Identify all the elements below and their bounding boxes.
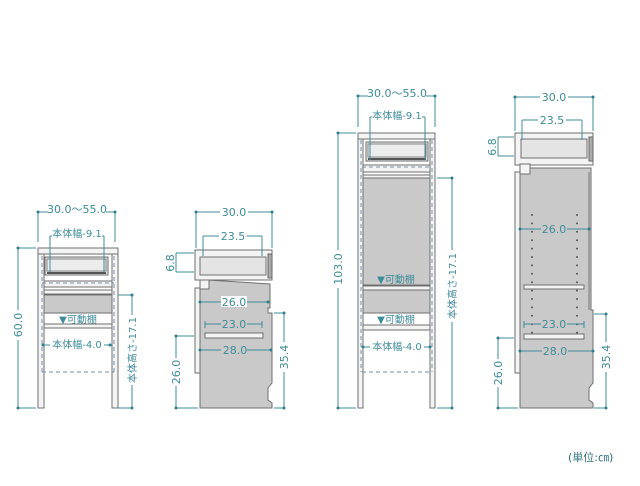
pin-hole: [576, 298, 578, 300]
back-height-dimension: 35.4: [278, 345, 291, 370]
pin-hole: [531, 298, 533, 300]
shelf-rail-lower: [523, 333, 585, 340]
pin-hole: [531, 264, 533, 267]
pin-hole: [576, 331, 578, 334]
pin-hole: [576, 247, 578, 250]
inner-depth-dimension: 26.0: [542, 223, 567, 236]
inner-width-top-dimension: 本体幅-9.1: [52, 227, 102, 240]
pin-hole: [531, 239, 533, 242]
pin-hole: [531, 214, 533, 216]
shelf-rail: [204, 332, 264, 339]
pin-hole: [576, 230, 578, 233]
leg-height-dimension: 26.0: [492, 361, 505, 386]
shelf-depth-dimension: 23.0: [222, 318, 247, 331]
pin-hole: [531, 272, 533, 275]
pin-hole: [576, 281, 578, 284]
pin-hole: [576, 314, 578, 317]
width-range-dimension: 30.0〜55.0: [47, 203, 107, 216]
leg-height-dimension: 26.0: [170, 360, 183, 385]
height-dimension: 60.0: [12, 313, 25, 338]
pin-hole: [531, 314, 533, 317]
pin-hole: [576, 264, 578, 267]
shelf-depth-dimension: 23.0: [542, 318, 567, 331]
front-view-60: ▼可動棚 30.0〜55.0 本体幅-9.1 60.0 本体幅-4.0 本体高さ…: [11, 203, 139, 410]
bottom-depth-dimension: 28.0: [223, 344, 248, 357]
pin-hole: [576, 306, 578, 309]
width-range-dimension: 30.0〜55.0: [367, 87, 427, 100]
pin-hole: [576, 272, 578, 275]
drawer-depth-dimension: 23.5: [540, 114, 565, 127]
drawer-height-dimension: 6.8: [486, 138, 499, 156]
inner-height-dimension: 本体高さ-17.1: [126, 317, 139, 383]
side-view-60: 30.0 23.5 6.8 26.0 23.0 28.0 35.4 26.0: [164, 205, 292, 410]
pin-hole: [531, 230, 533, 233]
bottom-depth-dimension: 28.0: [543, 345, 568, 358]
inner-depth-dimension: 26.0: [222, 296, 247, 309]
pin-hole: [576, 289, 578, 292]
inner-width-bottom-dimension: 本体幅-4.0: [372, 340, 422, 353]
movable-shelf-label: ▼可動棚: [59, 313, 97, 326]
pin-hole: [531, 247, 533, 250]
pin-hole: [576, 214, 578, 216]
back-height-dimension: 35.4: [600, 345, 613, 370]
pin-hole: [531, 306, 533, 309]
shelf-rail-upper: [523, 284, 585, 290]
pin-hole: [576, 256, 578, 258]
depth-dimension: 30.0: [542, 91, 567, 104]
pin-hole: [531, 331, 533, 334]
movable-shelf-label-1: ▼可動棚: [377, 273, 415, 286]
pin-hole: [531, 256, 533, 258]
inner-width-bottom-dimension: 本体幅-4.0: [52, 338, 102, 351]
shelf-pin-holes: [531, 214, 578, 334]
pin-hole: [531, 222, 533, 225]
height-dimension: 103.0: [332, 253, 345, 285]
front-view-103: ▼可動棚 ▼可動棚 30.0〜55.0 本体幅-9.1 103.0 本体幅-4.…: [331, 87, 459, 410]
side-view-103: 30.0 23.5 6.8 26.0 23.0 28.0 35.4 26.0: [486, 90, 614, 410]
depth-dimension: 30.0: [222, 206, 247, 219]
drawer-depth-dimension: 23.5: [221, 230, 246, 243]
movable-shelf-label-2: ▼可動棚: [377, 313, 415, 326]
inner-height-dimension: 本体高さ-17.1: [446, 253, 459, 319]
unit-label: (単位:㎝): [568, 450, 613, 464]
inner-width-top-dimension: 本体幅-9.1: [372, 109, 422, 122]
pin-hole: [531, 281, 533, 284]
shelf-space: [43, 294, 113, 314]
drawer-height-dimension: 6.8: [164, 254, 177, 272]
pin-hole: [576, 222, 578, 225]
pin-hole: [576, 239, 578, 242]
pin-hole: [531, 289, 533, 292]
